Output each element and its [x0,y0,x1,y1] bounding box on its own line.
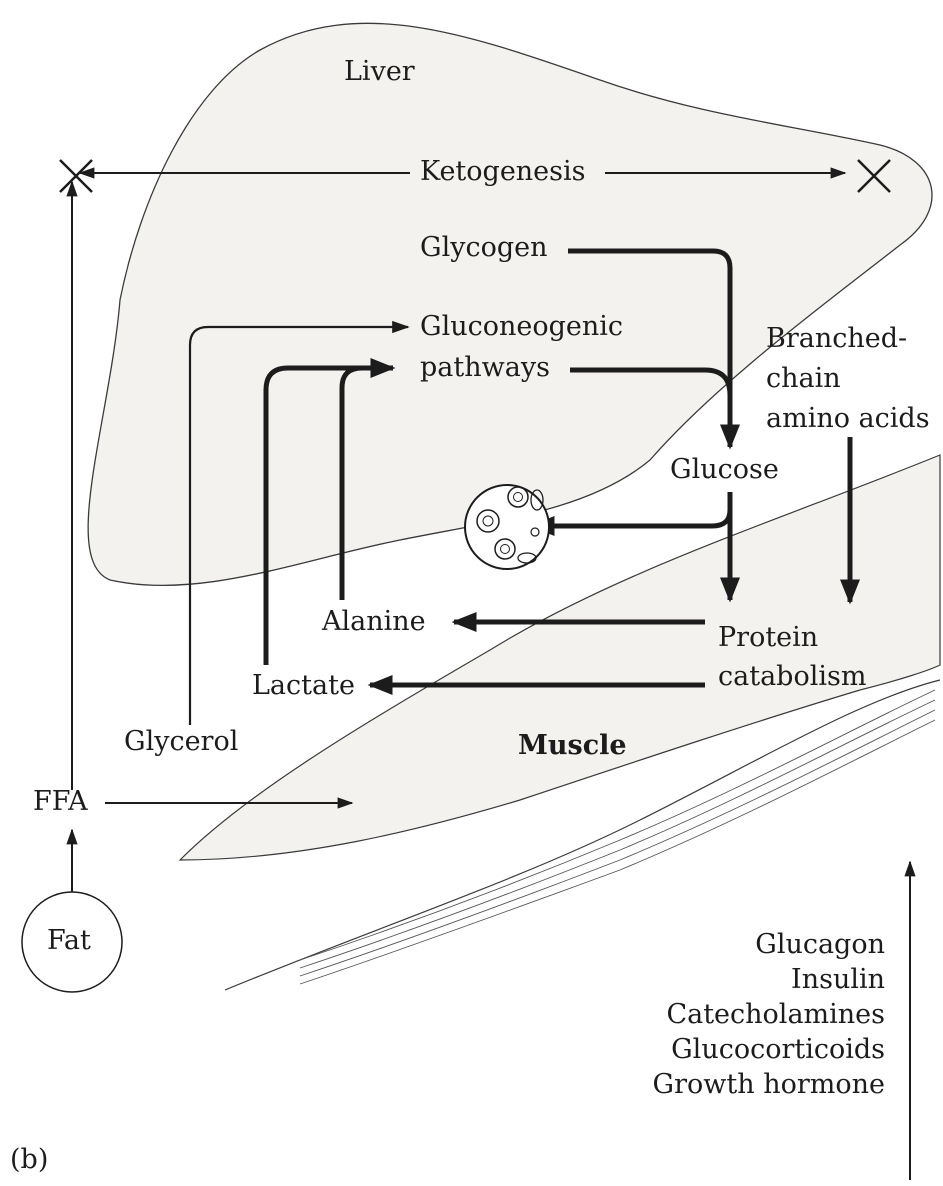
branched-chain-label-line2: chain [766,363,841,395]
hormone-growth-hormone: Growth hormone [653,1067,885,1102]
glycogen-label: Glycogen [420,232,548,264]
cell-icon [465,485,549,569]
alanine-label: Alanine [322,606,426,638]
lactate-label: Lactate [252,670,355,702]
fat-label: Fat [47,925,91,957]
glycerol-label: Glycerol [124,726,238,758]
gluconeogenic-label-line2: pathways [420,352,550,384]
gluconeogenic-label-line1: Gluconeogenic [420,311,623,343]
muscle-label: Muscle [518,730,627,762]
liver-label: Liver [344,56,415,88]
glucose-label: Glucose [670,454,779,486]
protein-catabolism-label-line2: catabolism [718,661,866,693]
panel-label: (b) [10,1144,48,1176]
hormone-glucagon: Glucagon [653,927,885,962]
ffa-label: FFA [33,786,88,818]
hormone-glucocorticoids: Glucocorticoids [653,1032,885,1067]
hormone-list: Glucagon Insulin Catecholamines Glucocor… [653,927,885,1102]
hormone-insulin: Insulin [653,962,885,997]
protein-catabolism-label-line1: Protein [718,622,818,654]
branched-chain-label-line3: amino acids [766,403,930,435]
hormone-catecholamines: Catecholamines [653,997,885,1032]
ketogenesis-label: Ketogenesis [420,156,586,188]
branched-chain-label-line1: Branched- [766,323,907,355]
